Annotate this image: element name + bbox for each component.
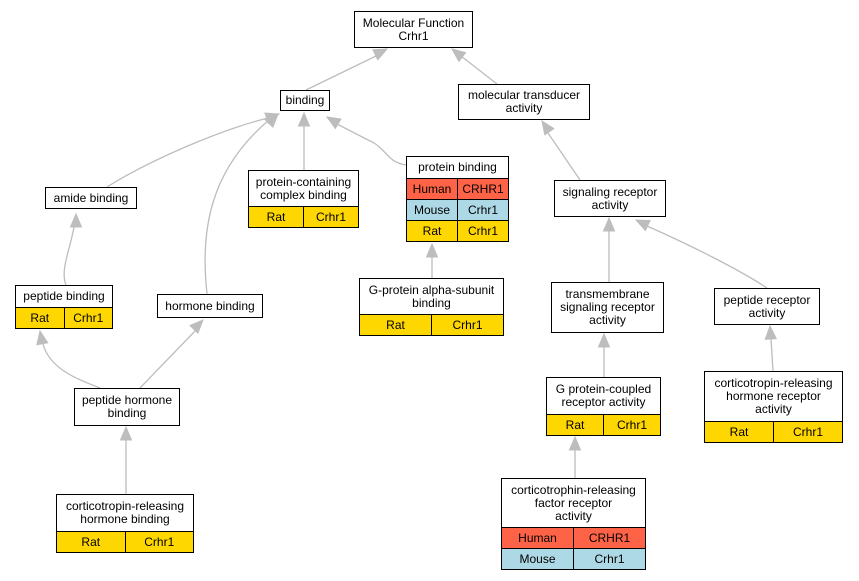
edge-hormone-binding-arrowhead: [264, 113, 279, 129]
species-cell: Human: [407, 179, 457, 199]
edge-peptidehormone-peptide-arrowhead: [36, 329, 49, 346]
gene-cell: Crhr1: [303, 207, 358, 227]
species-cell: Rat: [249, 207, 303, 227]
edge-complex-binding-arrowhead: [297, 111, 311, 127]
edge-protein-binding-arrowhead: [325, 116, 342, 130]
go-term-hormone[interactable]: hormone binding: [157, 294, 263, 318]
edge-crhreceptor-peptidereceptor-arrowhead: [764, 324, 778, 340]
species-cell: Rat: [16, 308, 64, 328]
gene-cell: Crhr1: [773, 422, 842, 442]
edge-crhbinding-peptidehormone-arrowhead: [119, 425, 133, 441]
go-term-label: hormone binding: [165, 298, 255, 313]
gene-cell: Crhr1: [431, 315, 503, 335]
edge-signaling-transducer-arrowhead: [541, 119, 555, 136]
edge-peptide-amide: [63, 226, 75, 286]
gene-cell: Crhr1: [457, 200, 508, 220]
go-term-label: binding: [285, 93, 325, 107]
edge-binding-root: [305, 55, 377, 91]
species-cell: Rat: [547, 415, 603, 435]
edge-gpcr-transmembrane-arrowhead: [597, 332, 611, 348]
edge-peptidereceptor-signaling-arrowhead: [634, 219, 651, 232]
edge-transducer-root-arrowhead: [450, 48, 467, 63]
gene-cell: CRHR1: [457, 179, 508, 199]
edge-peptide-amide-arrowhead: [69, 212, 83, 228]
edge-peptidehormone-hormone-arrowhead: [189, 319, 204, 335]
edge-crhreceptor-peptidereceptor: [770, 338, 774, 372]
gene-cell: CRHR1: [573, 528, 645, 548]
edge-transmembrane-signaling-arrowhead: [602, 216, 616, 232]
species-cell: Rat: [705, 422, 773, 442]
edge-galpha-protein-arrowhead: [425, 242, 439, 258]
species-cell: Rat: [57, 532, 125, 552]
species-cell: Mouse: [407, 200, 457, 220]
go-term-label: protein binding: [418, 160, 497, 174]
edge-peptidehormone-peptide: [42, 343, 101, 389]
go-term-label: amide binding: [53, 190, 129, 205]
species-cell: Rat: [360, 315, 431, 335]
go-term-amide[interactable]: amide binding: [45, 187, 137, 209]
edge-binding-root-arrowhead: [372, 48, 389, 61]
gene-cell: Crhr1: [457, 221, 508, 241]
species-cell: Rat: [407, 221, 457, 241]
edge-signaling-transducer: [547, 132, 581, 181]
edge-transducer-root: [460, 55, 498, 85]
go-term-binding[interactable]: binding: [280, 90, 330, 111]
edge-amide-binding: [106, 117, 269, 188]
species-cell: Human: [502, 528, 573, 548]
edge-crfreceptor-gpcr-arrowhead: [568, 435, 582, 451]
edge-peptidereceptor-signaling: [646, 225, 768, 289]
gene-cell: Crhr1: [603, 415, 660, 435]
gene-cell: Crhr1: [124, 532, 193, 552]
edge-hormone-binding: [204, 119, 270, 295]
edge-peptidehormone-hormone: [139, 329, 197, 389]
go-term-label: peptide binding: [23, 289, 105, 303]
gene-cell: Crhr1: [573, 549, 645, 569]
gene-cell: Crhr1: [63, 308, 112, 328]
species-cell: Mouse: [502, 549, 573, 569]
edge-protein-binding: [336, 123, 407, 166]
